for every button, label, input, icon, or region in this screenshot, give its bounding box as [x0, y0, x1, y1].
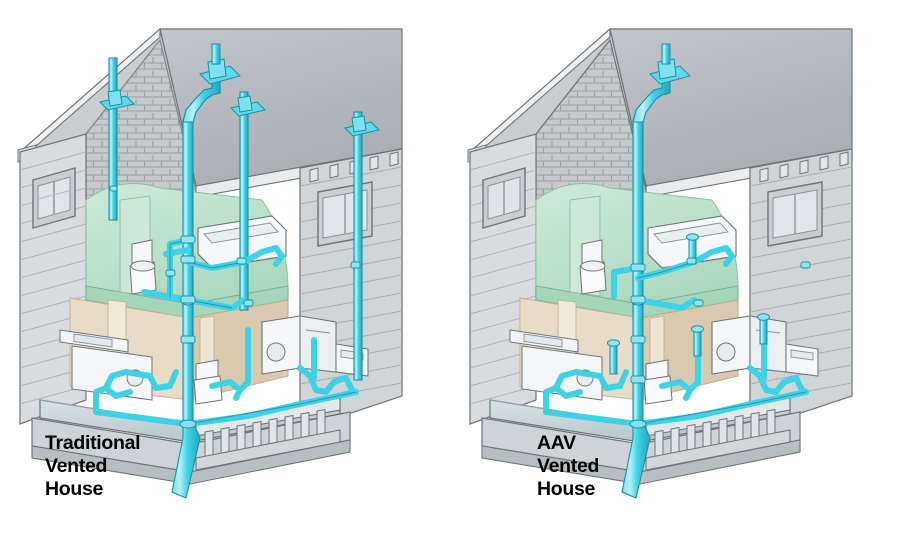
aav-valve-lower-bath: [691, 325, 704, 357]
fixture-utility-sink: [785, 343, 819, 377]
aav-valve-upper-bath: [686, 233, 699, 265]
fixture-washing-machine: [261, 315, 337, 375]
panel-traditional-vented-house: [17, 27, 403, 499]
window-right-wall: [317, 181, 373, 247]
fixture-utility-sink: [335, 343, 369, 377]
window-left-wall: [32, 167, 76, 229]
fixture-kitchen-sink: [509, 329, 579, 353]
aav-valve-kitchen: [607, 339, 620, 375]
pipe-couplings: [630, 257, 811, 384]
panel-aav-vented-house: [450, 0, 900, 550]
window-left-wall: [482, 167, 526, 229]
roof-vent-3: [230, 91, 266, 311]
roof-vent-single-main: [632, 43, 691, 311]
aav-valve-laundry: [757, 313, 770, 345]
fixture-toilet-upper: [129, 239, 157, 295]
caption-traditional-vented-house: Traditional Vented House: [45, 432, 141, 500]
pipe-couplings: [109, 185, 361, 344]
porch-railing: [645, 397, 791, 471]
fixture-toilet-upper: [579, 239, 607, 295]
porch-railing: [195, 397, 341, 471]
roof-vent-4: [344, 111, 380, 381]
roof-vent-2-main: [182, 43, 241, 311]
caption-aav-vented-house: AAV Vented House: [537, 432, 600, 500]
fixture-washing-machine: [711, 315, 787, 375]
aav-valves: [607, 233, 770, 375]
fixture-kitchen-sink: [59, 329, 129, 353]
window-right-wall: [767, 181, 823, 247]
